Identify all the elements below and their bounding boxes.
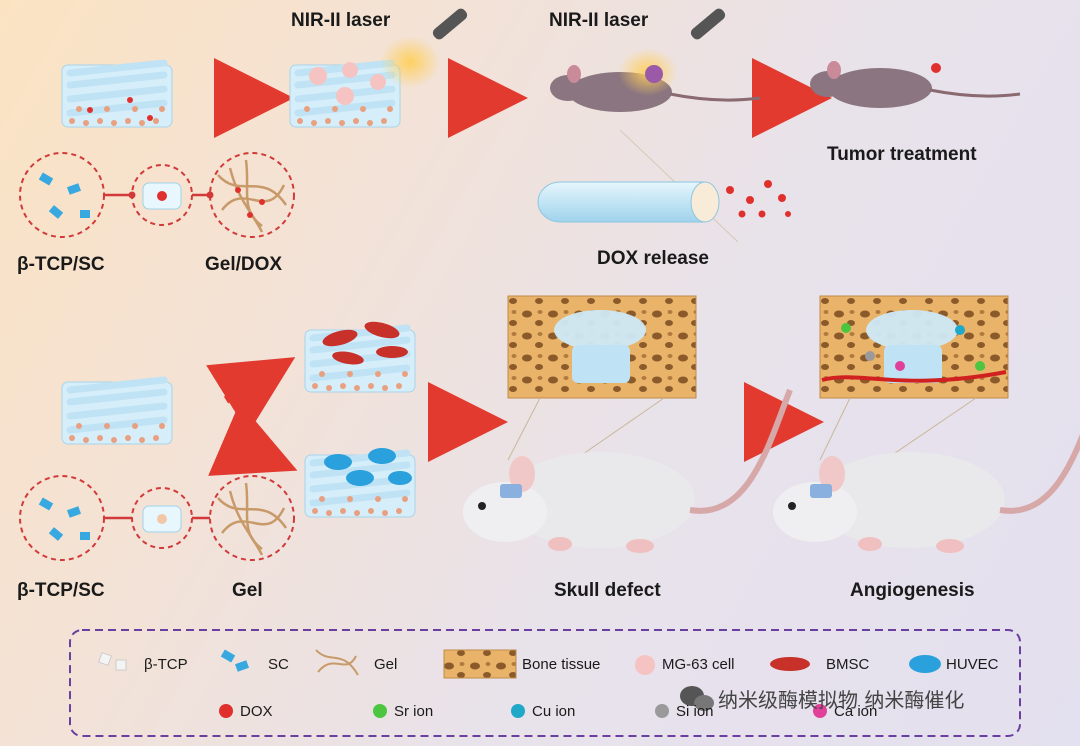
tcp-sc-top-label: β-TCP/SC xyxy=(17,254,105,275)
rat-skull-defect-icon xyxy=(463,390,790,553)
laser-pointer-icon xyxy=(432,8,468,40)
legend-ca-ion: Ca ion xyxy=(834,703,878,720)
legend-bone-tissue: Bone tissue xyxy=(522,656,601,673)
legend-huvec: HUVEC xyxy=(946,656,999,673)
scaffold-top-icon xyxy=(62,63,172,127)
tcp-sc-bottom-label: β-TCP/SC xyxy=(17,580,105,601)
legend-gel: Gel xyxy=(374,656,398,673)
gel-dox-label: Gel/DOX xyxy=(205,254,283,275)
legend-mg63-cell: MG-63 cell xyxy=(662,656,735,673)
watermark-text: 纳米级酶模拟物 纳米酶催化 xyxy=(718,688,965,712)
legend-sc: SC xyxy=(268,656,289,673)
legend-sr-ion: Sr ion xyxy=(394,703,434,720)
legend-si-ion: Si ion xyxy=(676,703,714,720)
scaffold-bottom-icon xyxy=(62,380,172,444)
nir-laser-label-2: NIR-II laser xyxy=(549,10,649,31)
legend-box xyxy=(69,629,1021,737)
nir-laser-label-1: NIR-II laser xyxy=(291,10,391,31)
gel-label: Gel xyxy=(232,580,263,601)
legend-beta-tcp: β-TCP xyxy=(144,656,188,673)
rat-angiogenesis-icon xyxy=(773,390,1080,553)
legend-cu-ion: Cu ion xyxy=(532,703,576,720)
angiogenesis-label: Angiogenesis xyxy=(850,580,975,601)
mouse-treated-icon xyxy=(808,59,1022,110)
dox-release-label: DOX release xyxy=(597,248,709,269)
skull-defect-label: Skull defect xyxy=(554,580,661,601)
wechat-icon xyxy=(680,686,714,711)
tumor-treatment-label: Tumor treatment xyxy=(827,144,977,165)
legend-bmsc: BMSC xyxy=(826,656,870,673)
legend-dox: DOX xyxy=(240,703,273,720)
